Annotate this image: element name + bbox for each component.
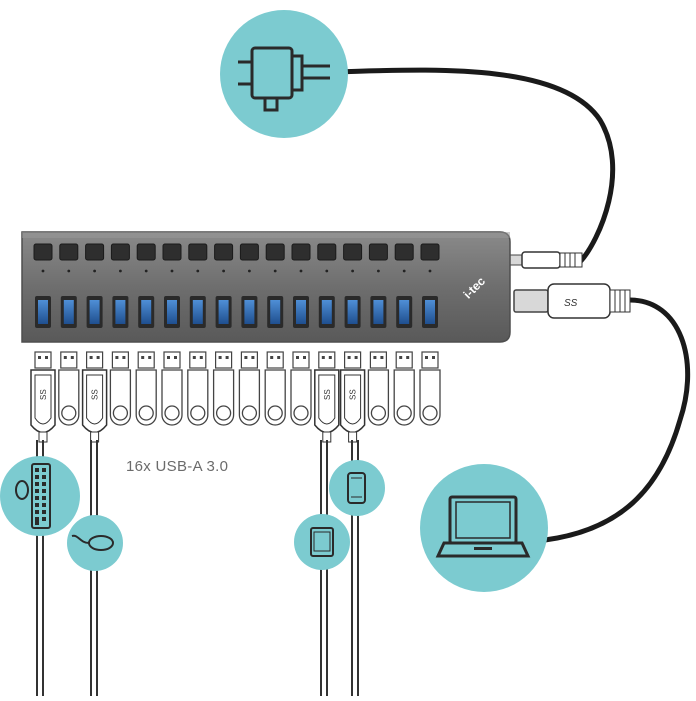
usb-flash-drive bbox=[135, 351, 157, 426]
port-switch-button bbox=[136, 243, 156, 261]
port-switch-button bbox=[33, 243, 53, 261]
usb-flash-drive bbox=[58, 351, 80, 426]
port-switch-button bbox=[291, 243, 311, 261]
svg-text:SS: SS bbox=[323, 389, 332, 400]
usb-hub: i-tec bbox=[21, 231, 511, 343]
usb-a-port-tongue bbox=[141, 300, 152, 324]
usb-a-port-tongue bbox=[321, 300, 332, 324]
port-led bbox=[222, 269, 226, 273]
port-switch-button bbox=[162, 243, 182, 261]
usb-a-port-tongue bbox=[192, 300, 203, 324]
port-switch-button bbox=[110, 243, 130, 261]
usb-flash-drive bbox=[212, 351, 235, 426]
usb-flash-drive bbox=[264, 351, 286, 426]
usb-a-port-tongue bbox=[38, 300, 48, 324]
port-switch-buttons bbox=[33, 243, 440, 261]
port-switch-button bbox=[368, 243, 388, 261]
power-adapter-icon bbox=[220, 10, 348, 138]
tablet-icon bbox=[294, 514, 350, 570]
port-switch-button bbox=[317, 243, 337, 261]
usb-a-port-tongue bbox=[63, 300, 74, 324]
port-switch-button bbox=[420, 243, 440, 261]
port-led bbox=[248, 269, 251, 273]
usb-flash-drive bbox=[161, 351, 183, 426]
usb-cable-connector: SS bbox=[81, 351, 108, 443]
usb-a-port-tongue bbox=[296, 300, 306, 324]
port-switch-button bbox=[343, 243, 363, 261]
port-led bbox=[402, 269, 406, 273]
port-led bbox=[351, 269, 354, 273]
port-led bbox=[377, 269, 380, 273]
usb-flash-drive bbox=[187, 351, 209, 426]
usb-a-port-tongue bbox=[347, 300, 358, 324]
port-led bbox=[170, 269, 174, 273]
port-led bbox=[144, 269, 148, 273]
port-count-caption: 16x USB-A 3.0 bbox=[126, 458, 229, 475]
port-led bbox=[93, 269, 96, 273]
port-led bbox=[325, 269, 329, 273]
port-switch-button bbox=[239, 243, 259, 261]
usb-flash-drive bbox=[238, 351, 261, 426]
usb-a-port-tongue bbox=[89, 300, 100, 324]
usb-cable-connector: SS bbox=[339, 351, 366, 443]
svg-text:SS: SS bbox=[349, 389, 358, 400]
usb-a-port-tongue bbox=[373, 300, 384, 324]
usb-a-port-tongue bbox=[270, 300, 281, 324]
port-led bbox=[41, 269, 45, 273]
usb-flash-drive bbox=[367, 351, 390, 426]
usb-flash-drive bbox=[290, 351, 312, 426]
port-led bbox=[299, 269, 303, 273]
usb-a-port-tongue bbox=[167, 300, 177, 324]
port-switch-button bbox=[394, 243, 414, 261]
smartphone-icon bbox=[329, 460, 385, 516]
usb-a-port-tongue bbox=[218, 300, 229, 324]
svg-text:SS: SS bbox=[39, 389, 48, 400]
usb-upstream-cable bbox=[544, 297, 691, 543]
usb-drives: SS SS SS SS bbox=[30, 351, 441, 443]
usb-flash-drive bbox=[419, 351, 441, 426]
dc-power-plug bbox=[507, 251, 583, 269]
power-cable bbox=[329, 67, 616, 264]
port-switch-button bbox=[214, 243, 234, 261]
usb-a-port-tongue bbox=[425, 300, 435, 324]
port-switch-button bbox=[85, 243, 105, 261]
mouse-icon bbox=[67, 515, 123, 571]
usb-cable-connector: SS bbox=[30, 351, 56, 443]
usb-b-plug: SS bbox=[513, 283, 631, 319]
laptop-icon bbox=[420, 464, 548, 592]
usb-cable-connector: SS bbox=[314, 351, 340, 443]
port-switch-button bbox=[265, 243, 285, 261]
port-led bbox=[67, 269, 71, 273]
port-led bbox=[428, 269, 432, 273]
port-led bbox=[196, 269, 200, 273]
usb-flash-drive bbox=[109, 351, 132, 426]
port-switch-button bbox=[188, 243, 208, 261]
port-led bbox=[273, 269, 277, 273]
keyboard-mouse-icon bbox=[0, 456, 80, 536]
port-led bbox=[119, 269, 122, 273]
usb-ss-label: SS bbox=[564, 298, 578, 309]
svg-text:SS: SS bbox=[91, 389, 100, 400]
usb-a-port-tongue bbox=[399, 300, 410, 324]
port-switch-button bbox=[59, 243, 79, 261]
usb-flash-drive bbox=[393, 351, 415, 426]
usb-a-port-tongue bbox=[244, 300, 255, 324]
port-leds bbox=[41, 269, 432, 273]
usb-a-port-tongue bbox=[115, 300, 126, 324]
usb-a-ports bbox=[35, 296, 438, 328]
